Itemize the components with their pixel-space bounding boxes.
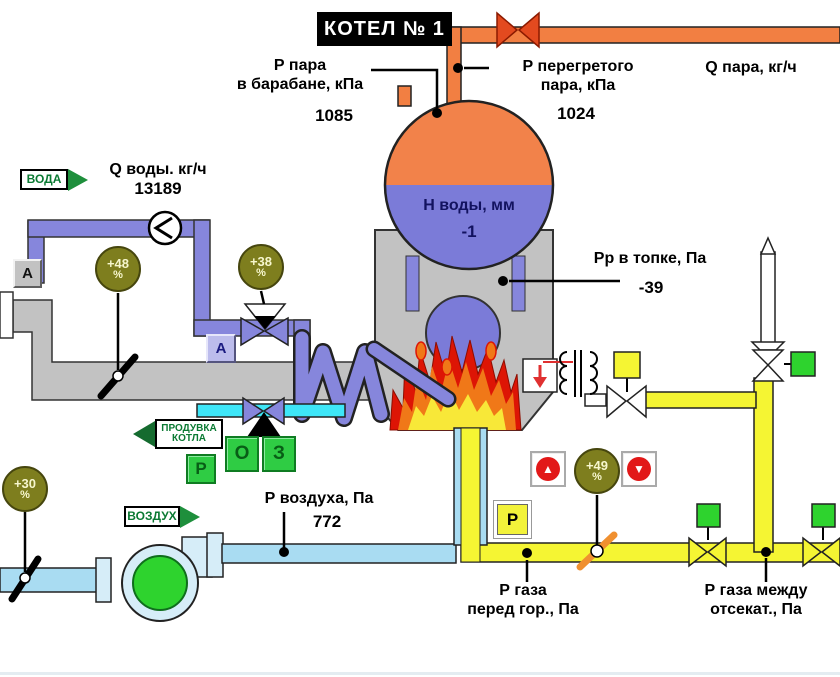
feed-diagonal-pipe <box>368 343 454 405</box>
water-flow-label: Q воды. кг/ч 13189 <box>78 160 238 200</box>
close-button[interactable]: З <box>262 436 296 472</box>
drum-pressure-label: Р пара в барабане, кПа <box>236 57 364 94</box>
vent-flare <box>750 341 786 351</box>
flame-spark-left <box>415 341 427 361</box>
page-title: КОТЕЛ № 1 <box>317 12 452 46</box>
flame-spark-center <box>441 358 453 376</box>
blowdown-tag: ПРОДУВКА КОТЛА <box>155 419 223 449</box>
drum-pressure-value: 1085 <box>315 106 353 125</box>
increase-button[interactable]: ▲ <box>530 451 566 487</box>
gas-damper-gauge[interactable]: +49 % <box>574 448 620 494</box>
water-level-value: -1 <box>461 222 477 241</box>
fan-inlet-flange <box>95 557 112 603</box>
gas-before-burner-label: Р газа перед гор., Па <box>467 582 579 619</box>
vent-valve-indicator <box>790 351 816 377</box>
downcomer-left <box>405 255 420 312</box>
flame-spark-right <box>485 341 497 361</box>
drum-steam-stub <box>397 85 412 107</box>
air-tag: ВОЗДУХ <box>124 506 180 527</box>
drum-steam-space <box>385 101 553 185</box>
feedwater-control-valve[interactable] <box>240 303 289 347</box>
air-damper-gauge[interactable]: +30 % <box>2 466 48 512</box>
gas-between-valves-label: Р газа между отсекат., Па <box>704 582 808 619</box>
igniter-gas-valve[interactable] <box>606 384 647 419</box>
open-button[interactable]: О <box>225 436 259 472</box>
gas-riser-pipe <box>753 377 774 553</box>
ignition-transformer-icon <box>559 350 598 397</box>
gas-main-pipe <box>460 542 840 563</box>
air-pressure-value: 772 <box>312 512 342 531</box>
water-flow-value: 13189 <box>134 179 182 199</box>
feedwater-valve-gauge[interactable]: +38 % <box>238 244 284 290</box>
blowdown-manual-button[interactable]: Р <box>186 454 216 484</box>
superheated-pressure-value: 1024 <box>557 104 595 123</box>
air-inlet-duct <box>0 567 98 593</box>
callouts <box>282 66 768 582</box>
gas-manual-button[interactable]: Р <box>497 504 528 535</box>
igniter-arrow-icon <box>533 365 547 388</box>
water-flow-meter[interactable] <box>147 210 183 246</box>
arrow-up-icon: ▲ <box>542 462 554 476</box>
steam-main-valve[interactable] <box>496 11 540 49</box>
downcomer-right <box>511 255 526 312</box>
air-duct <box>221 543 457 564</box>
vent-stack-tip <box>759 236 777 255</box>
water-tag: ВОДА <box>20 169 68 190</box>
gas-valve-2-indicator <box>811 503 836 528</box>
auto-mode-feed-button[interactable]: А <box>206 334 236 363</box>
fan-impeller[interactable] <box>132 555 188 611</box>
fan-outlet-flange <box>206 532 224 578</box>
steam-flow-label: Q пара, кг/ч <box>705 59 797 76</box>
air-pressure-label: Р воздуха, Па <box>264 490 374 507</box>
flame-core <box>408 390 506 430</box>
vent-stack <box>760 251 776 347</box>
feedwater-riser <box>193 219 211 337</box>
igniter-valve-indicator <box>613 351 641 379</box>
furnace-pressure-value: -39 <box>638 278 664 297</box>
air-arrow-icon <box>180 506 200 528</box>
decrease-button[interactable]: ▼ <box>621 451 657 487</box>
gas-valve-1-indicator <box>696 503 721 528</box>
arrow-down-icon: ▼ <box>633 462 645 476</box>
bottom-edge-line <box>0 672 840 675</box>
drum-water-space <box>385 185 553 269</box>
flue-duct-flange <box>0 291 14 339</box>
igniter-gas-pipe <box>644 391 757 409</box>
superheated-pressure-label: Р перегретого пара, кПа <box>522 58 634 95</box>
igniter-stub-pipe <box>584 393 607 407</box>
gas-shutoff-valve-1[interactable] <box>688 536 727 568</box>
burner-gas-column <box>460 427 481 563</box>
water-level-label: Н воды, мм <box>423 197 515 214</box>
blowdown-arrow-icon <box>133 421 155 447</box>
auto-mode-flue-button[interactable]: А <box>13 259 42 288</box>
air-damper[interactable] <box>8 555 42 603</box>
flue-damper-gauge[interactable]: +48 % <box>95 246 141 292</box>
gas-damper[interactable] <box>576 531 618 571</box>
water-arrow-icon <box>68 169 88 191</box>
gas-shutoff-valve-2[interactable] <box>802 536 840 568</box>
blowdown-valve[interactable] <box>242 396 285 437</box>
furnace-pressure-label: Рр в топке, Па <box>593 250 707 267</box>
economizer-coil <box>295 331 388 425</box>
flue-damper[interactable] <box>97 353 139 400</box>
drum-outline <box>383 99 555 271</box>
vent-valve[interactable] <box>751 349 785 382</box>
